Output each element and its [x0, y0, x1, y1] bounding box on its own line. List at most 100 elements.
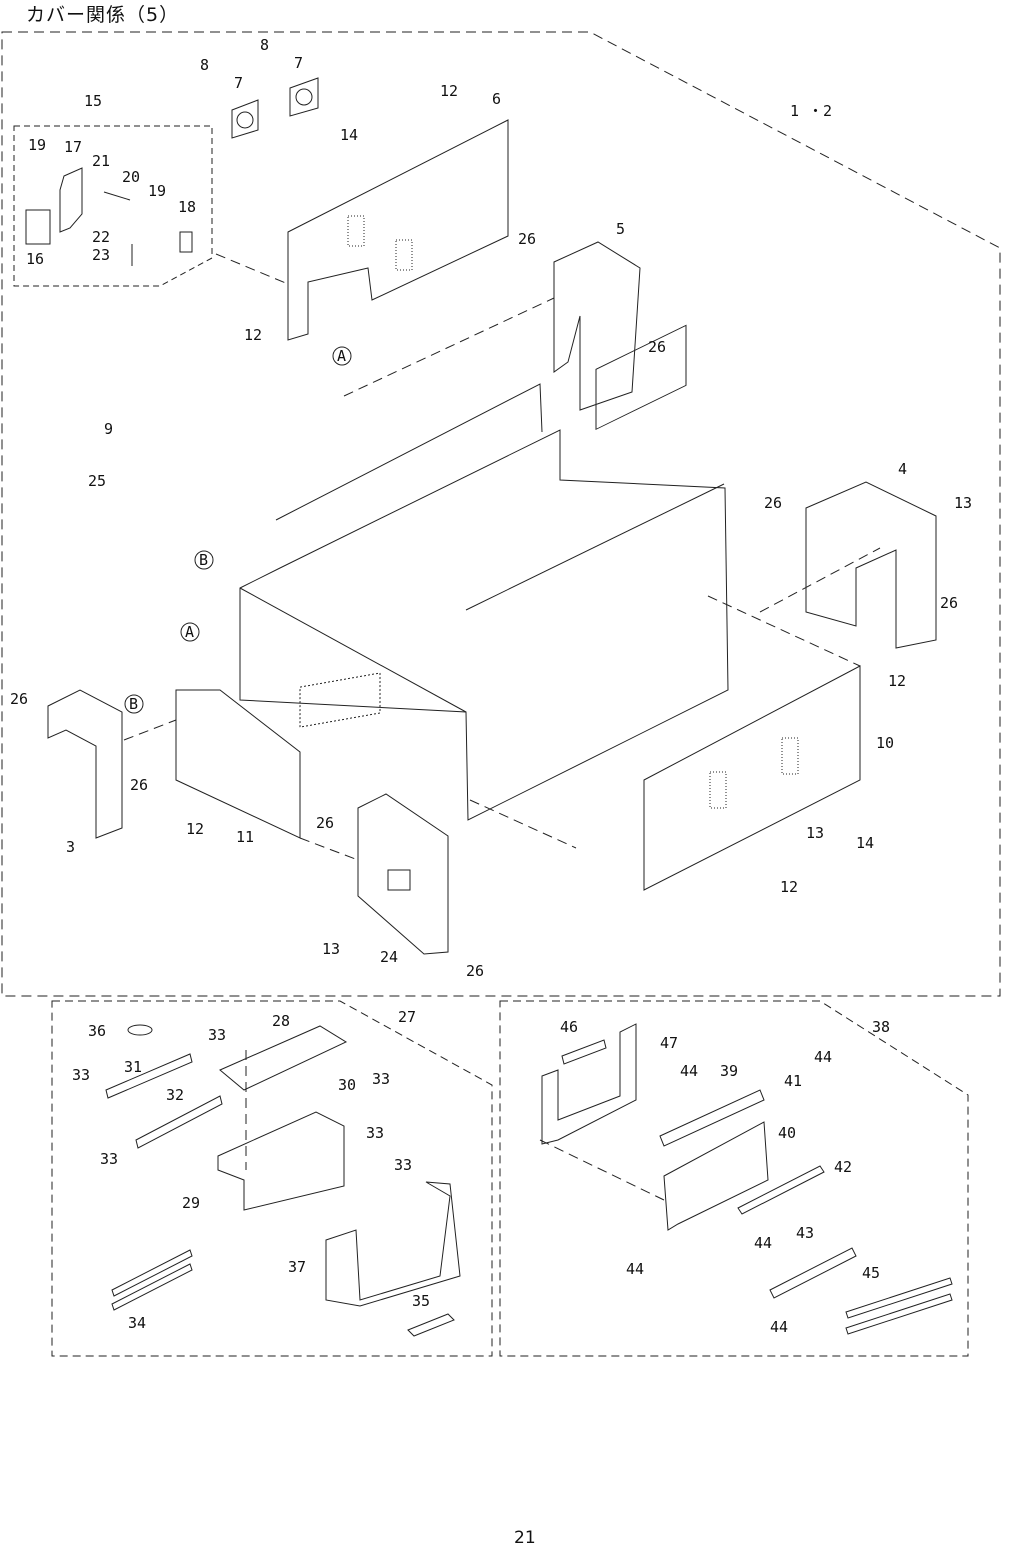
- label-12c: 12: [888, 672, 906, 690]
- callout-a1: A: [337, 347, 346, 365]
- panel-5: [554, 242, 640, 410]
- label-26c: 26: [764, 494, 782, 512]
- label-19a: 19: [28, 136, 46, 154]
- guide-2: [344, 298, 554, 396]
- label-4: 4: [898, 460, 907, 478]
- label-30: 30: [338, 1076, 356, 1094]
- guide-7: [300, 838, 358, 860]
- label-8a: 8: [200, 56, 209, 74]
- label-32: 32: [166, 1086, 184, 1104]
- callout-b2: B: [129, 695, 138, 713]
- part-34a: [112, 1250, 192, 1296]
- label-38: 38: [872, 1018, 890, 1036]
- label-26e: 26: [10, 690, 28, 708]
- part-21-shaft: [104, 192, 130, 200]
- callout-a2: A: [185, 623, 194, 641]
- panel-11: [176, 690, 300, 838]
- main-group-frame: [2, 32, 1000, 996]
- frame-opening-2: [300, 673, 380, 727]
- label-14a: 14: [340, 126, 358, 144]
- label-26f: 26: [130, 776, 148, 794]
- part-42: [738, 1166, 824, 1214]
- callouts: [125, 347, 351, 713]
- label-44e: 44: [770, 1318, 788, 1336]
- label-16: 16: [26, 250, 44, 268]
- guide-8: [540, 1140, 664, 1200]
- part-45a: [846, 1278, 952, 1318]
- vent-grille-10a: [710, 772, 726, 808]
- label-22: 22: [92, 228, 110, 246]
- frame-rail-b: [466, 484, 724, 610]
- label-11: 11: [236, 828, 254, 846]
- part-28: [220, 1026, 346, 1090]
- label-43: 43: [796, 1224, 814, 1242]
- guide-4: [708, 596, 860, 666]
- part-47: [542, 1024, 636, 1144]
- guide-6: [124, 720, 176, 740]
- label-36: 36: [88, 1022, 106, 1040]
- group-38-frame: [500, 1001, 968, 1356]
- panel-24: [358, 794, 448, 954]
- vent-grille-6a: [348, 216, 364, 246]
- label-24: 24: [380, 948, 398, 966]
- label-12a: 12: [440, 82, 458, 100]
- label-26b: 26: [648, 338, 666, 356]
- label-18: 18: [178, 198, 196, 216]
- label-5: 5: [616, 220, 625, 238]
- label-33f: 33: [394, 1156, 412, 1174]
- label-44d: 44: [626, 1260, 644, 1278]
- part-43: [770, 1248, 856, 1298]
- label-31: 31: [124, 1058, 142, 1076]
- fan-7a-hub: [237, 112, 253, 128]
- part-46: [562, 1040, 606, 1064]
- label-19b: 19: [148, 182, 166, 200]
- frame-rail-a: [276, 384, 542, 520]
- label-28: 28: [272, 1012, 290, 1030]
- label-9: 9: [104, 420, 113, 438]
- label-44a: 44: [814, 1048, 832, 1066]
- label-40: 40: [778, 1124, 796, 1142]
- label-33b: 33: [72, 1066, 90, 1084]
- label-27: 27: [398, 1008, 416, 1026]
- guide-1: [216, 254, 288, 284]
- part-39: [660, 1090, 764, 1146]
- label-10: 10: [876, 734, 894, 752]
- panel-10: [644, 666, 860, 890]
- label-33e: 33: [100, 1150, 118, 1168]
- label-12d: 12: [186, 820, 204, 838]
- panel-6: [288, 120, 508, 340]
- fan-7b: [290, 78, 318, 116]
- label-33d: 33: [366, 1124, 384, 1142]
- panel-4: [806, 482, 936, 648]
- frame-edge: [240, 588, 466, 712]
- label-46: 46: [560, 1018, 578, 1036]
- label-13b: 13: [806, 824, 824, 842]
- label-21: 21: [92, 152, 110, 170]
- part-16: [26, 210, 50, 244]
- label-15: 15: [84, 92, 102, 110]
- part-29: [218, 1112, 344, 1210]
- fan-7b-hub: [296, 89, 312, 105]
- part-17: [60, 168, 82, 232]
- panel-3: [48, 690, 122, 838]
- label-13c: 13: [322, 940, 340, 958]
- label-29: 29: [182, 1194, 200, 1212]
- label-37: 37: [288, 1258, 306, 1276]
- label-26g: 26: [316, 814, 334, 832]
- label-13a: 13: [954, 494, 972, 512]
- label-17: 17: [64, 138, 82, 156]
- label-3: 3: [66, 838, 75, 856]
- part-36: [128, 1025, 152, 1035]
- label-39: 39: [720, 1062, 738, 1080]
- label-44c: 44: [754, 1234, 772, 1252]
- page-number: 21: [514, 1528, 536, 1548]
- label-23: 23: [92, 246, 110, 264]
- label-35: 35: [412, 1292, 430, 1310]
- label-41: 41: [784, 1072, 802, 1090]
- label-33c: 33: [372, 1070, 390, 1088]
- part-40: [664, 1122, 768, 1230]
- label-7a: 7: [234, 74, 243, 92]
- label-47: 47: [660, 1034, 678, 1052]
- frame-body: [240, 430, 728, 820]
- label-26h: 26: [466, 962, 484, 980]
